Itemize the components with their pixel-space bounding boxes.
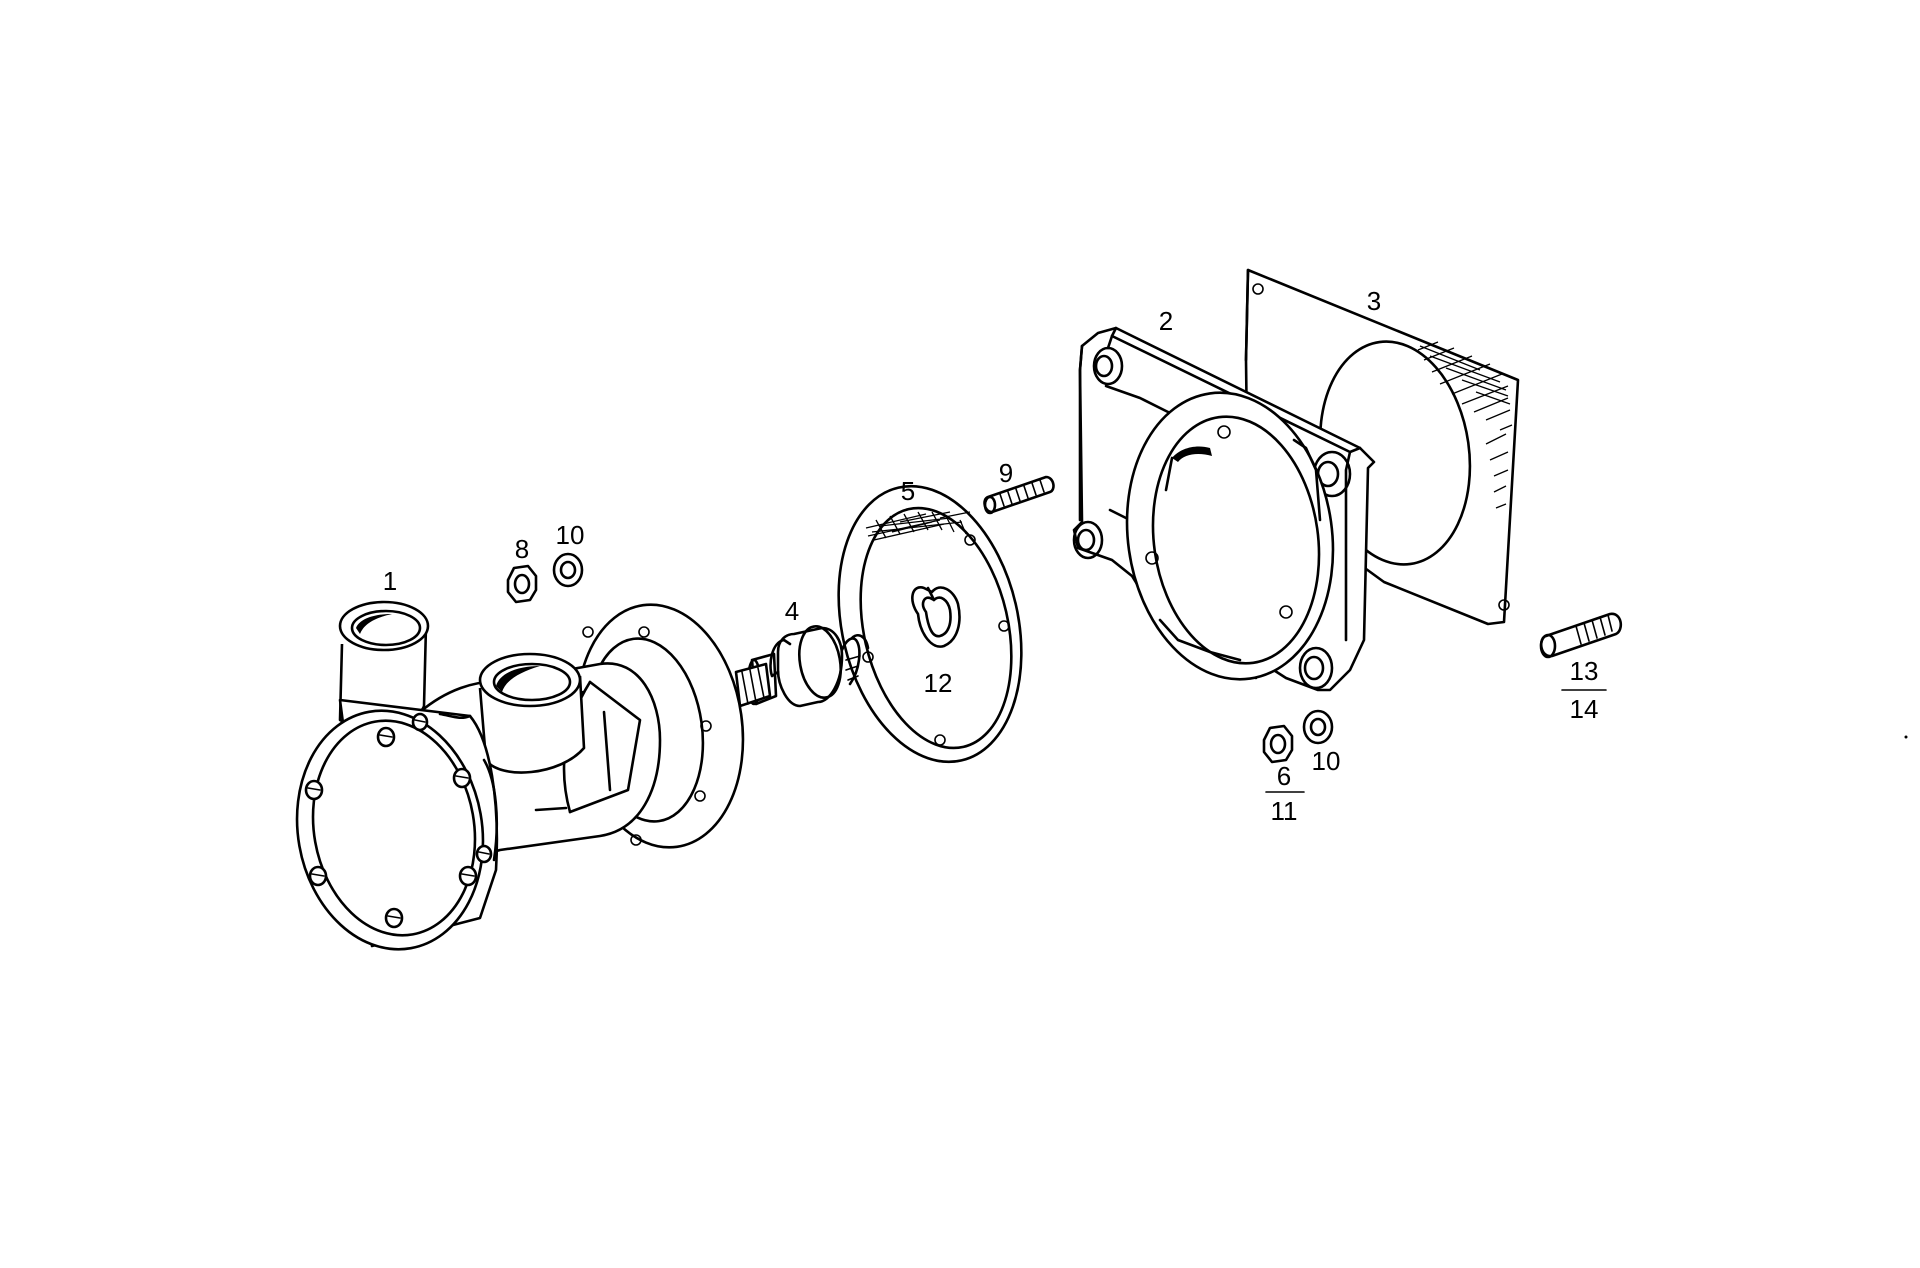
label-8: 8 [515,534,529,564]
stud-nut [1262,724,1294,764]
label-14: 14 [1570,694,1599,724]
label-10-upper: 10 [556,520,585,550]
label-4: 4 [785,596,799,626]
part-labels: 1 2 3 4 5 12 9 8 10 6 11 10 13 14 [383,286,1607,826]
cover-plate [837,484,1023,764]
mounting-flange [1072,326,1376,692]
pump-housing [295,600,772,951]
label-2: 2 [1159,306,1173,336]
label-1: 1 [383,566,397,596]
washer-lower [1302,709,1334,745]
label-5: 5 [901,476,915,506]
label-13: 13 [1570,656,1599,686]
nut [506,564,538,604]
label-11: 11 [1271,796,1298,826]
stray-mark [1904,735,1908,739]
cover-screws [304,712,493,929]
stud [983,475,1055,515]
label-9: 9 [999,458,1013,488]
long-stud [1539,612,1623,659]
label-3: 3 [1367,286,1381,316]
label-12: 12 [924,668,953,698]
washer-upper [552,552,584,588]
label-6: 6 [1277,761,1291,791]
label-10-lower: 10 [1312,746,1341,776]
